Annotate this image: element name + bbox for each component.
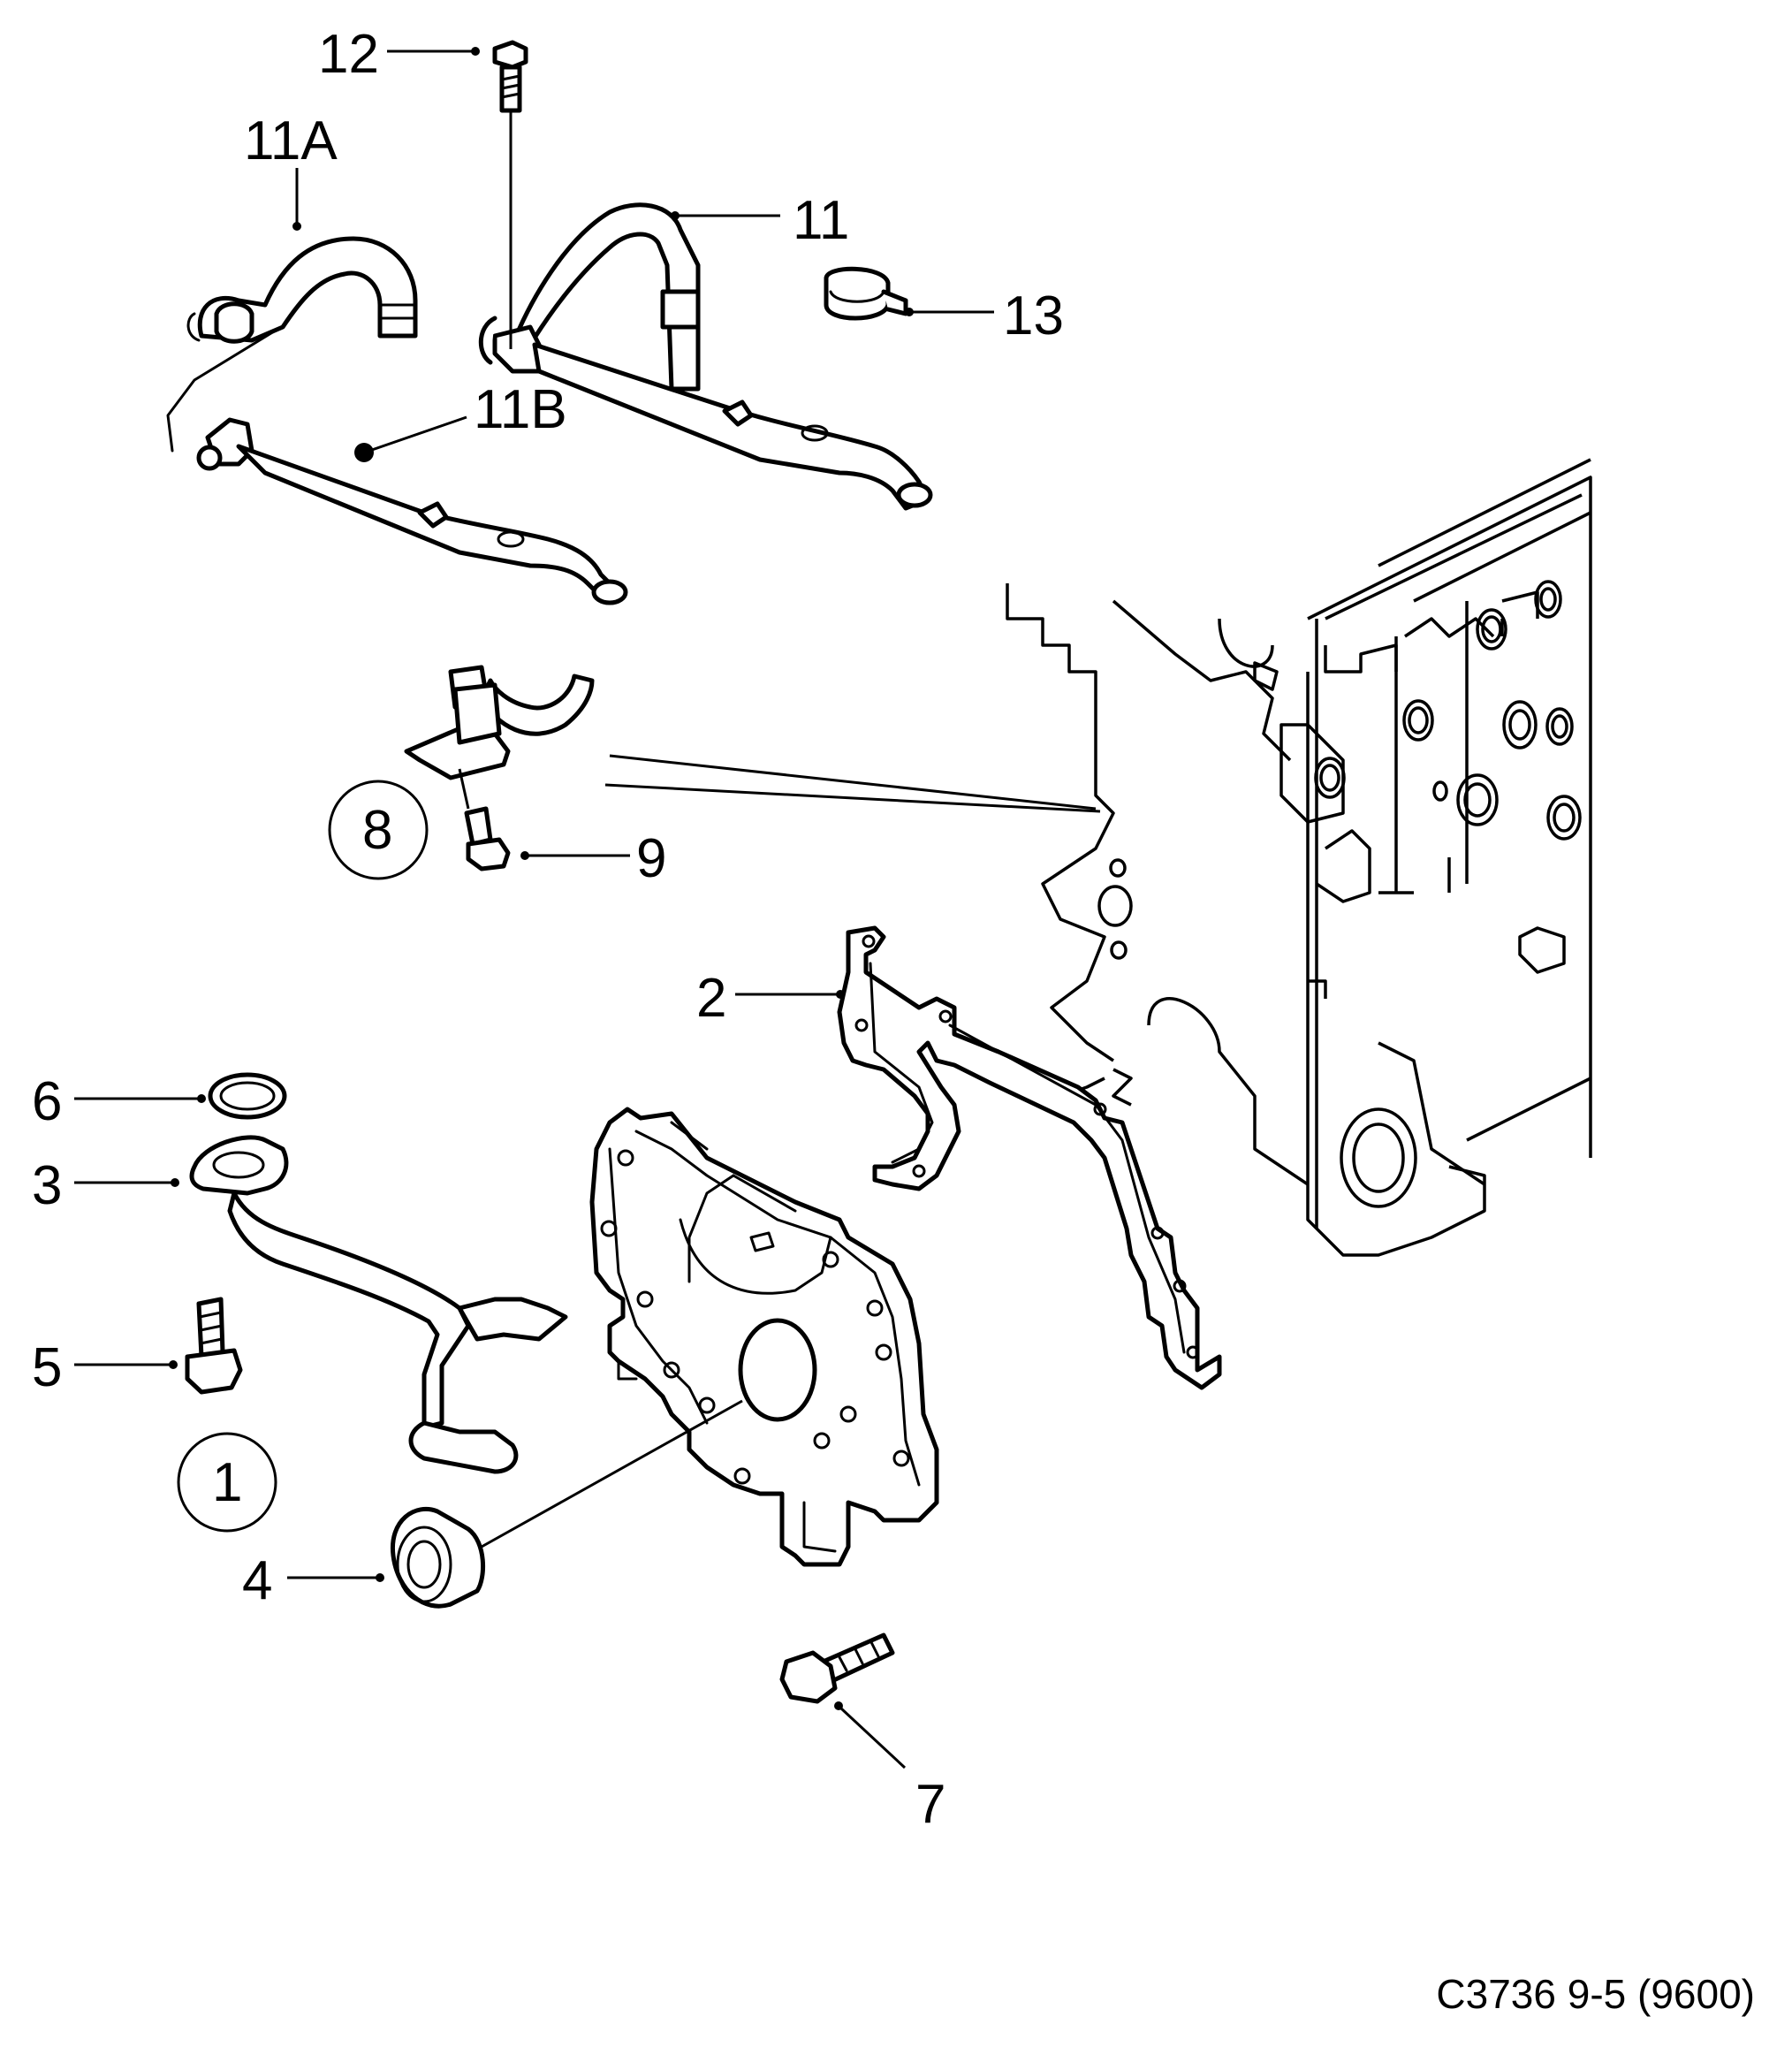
callout-circle-8: [328, 780, 429, 880]
callout-label-4: 4: [242, 1550, 272, 1611]
pickup-pipe-3: [189, 1135, 568, 1474]
callout-label-5: 5: [32, 1337, 62, 1398]
clamp-13: [824, 266, 908, 321]
pipe-11b: [196, 417, 628, 605]
engine-block: [1006, 458, 1592, 1257]
drawing-code: C3736 9-5 (9600): [1436, 1971, 1755, 2017]
callout-label-12: 12: [318, 24, 379, 85]
sensor-leader-line-1: [609, 754, 1097, 810]
callout-label-8: 8: [362, 800, 392, 861]
callout-label-3: 3: [32, 1155, 62, 1216]
callout-label-11: 11: [793, 190, 849, 251]
sensor-leader-line-2: [604, 783, 1101, 813]
callout-label-6: 6: [32, 1071, 62, 1132]
bolt-7: [779, 1632, 895, 1704]
pump-housing-1: [481, 1107, 939, 1567]
callout-label-11b: 11B: [474, 379, 567, 440]
bolt-9: [458, 768, 511, 871]
hose-11a: [186, 236, 418, 344]
sensor-8: [404, 665, 595, 780]
link-line-11a-11b: [166, 330, 276, 453]
callout-circle-1: [177, 1432, 277, 1533]
callout-label-11a: 11A: [244, 110, 338, 171]
pipe-hose-11: [478, 202, 933, 511]
seal-4: [390, 1506, 486, 1609]
callout-label-9: 9: [636, 828, 666, 889]
callout-label-1: 1: [212, 1452, 242, 1513]
bolt-5: [185, 1297, 243, 1395]
callout-label-2: 2: [696, 968, 726, 1029]
callout-label-7: 7: [915, 1774, 945, 1835]
leader-lines: [74, 47, 994, 1769]
gasket-2: [837, 925, 1222, 1390]
callout-label-13: 13: [1003, 285, 1064, 346]
o-ring-6: [208, 1072, 287, 1120]
bolt-12: [492, 40, 528, 349]
